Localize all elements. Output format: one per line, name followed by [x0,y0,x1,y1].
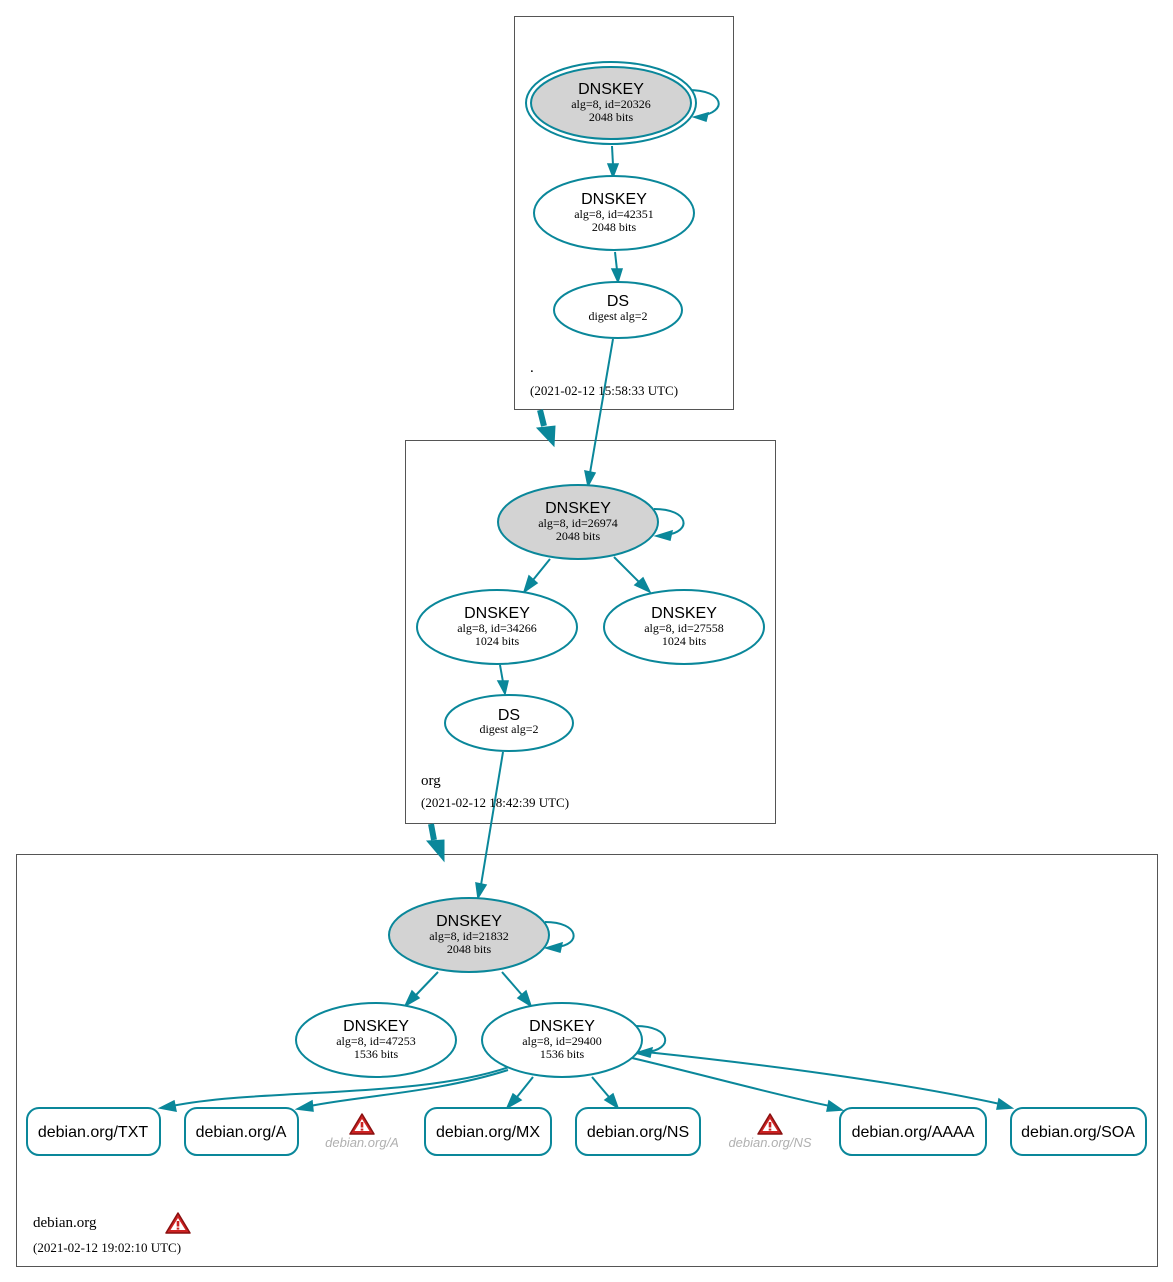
node-key-size: 2048 bits [589,110,634,124]
dnskey-node-org-ksk[interactable]: DNSKEY alg=8, id=26974 2048 bits [497,484,659,560]
warning-icon [349,1113,375,1135]
rrset-label: debian.org/A [196,1124,287,1141]
node-alg-id: alg=8, id=34266 [457,621,537,635]
node-title: DNSKEY [578,81,644,98]
edge-org-ksk-self [653,508,685,541]
zone-box-root [514,16,734,410]
node-title: DS [607,293,629,310]
node-key-size: 1024 bits [475,634,520,648]
dnskey-node-root-zsk[interactable]: DNSKEY alg=8, id=42351 2048 bits [533,175,695,251]
node-alg-id: alg=8, id=47253 [336,1034,416,1048]
node-digest: digest alg=2 [479,722,538,736]
zone-name-root: . [530,360,534,376]
edge-debian-ksk-to-zsk1 [403,971,439,1008]
warning-label: debian.org/A [325,1135,399,1150]
node-title: DNSKEY [581,191,647,208]
dnskey-node-debian-zsk-47253[interactable]: DNSKEY alg=8, id=47253 1536 bits [295,1002,457,1078]
edge-zsk2-to-ns [591,1076,620,1110]
edge-root-ksk-self [687,89,720,122]
node-alg-id: alg=8, id=42351 [574,207,654,221]
node-title: DS [498,707,520,724]
rrset-node-soa[interactable]: debian.org/SOA [1010,1107,1147,1156]
ds-node-org[interactable]: DS digest alg=2 [444,694,574,752]
warning-icon [757,1113,783,1135]
edge-root-zsk-to-ds [610,251,624,285]
node-key-size: 2048 bits [556,529,601,543]
node-title: DNSKEY [651,605,717,622]
dnskey-node-root-ksk[interactable]: DNSKEY alg=8, id=20326 2048 bits [525,61,697,145]
node-key-size: 1024 bits [662,634,707,648]
edge-debian-ksk-self [543,921,575,953]
edge-zsk2-to-a [294,1069,509,1112]
zone-box-debian [16,854,1158,1267]
zone-box-org [405,440,776,824]
node-digest: digest alg=2 [588,309,647,323]
rrset-node-ns[interactable]: debian.org/NS [575,1107,701,1156]
zone-timestamp-root: (2021-02-12 15:58:33 UTC) [530,383,678,398]
node-alg-id: alg=8, id=29400 [522,1034,602,1048]
dnskey-node-org-zsk-27558[interactable]: DNSKEY alg=8, id=27558 1024 bits [603,589,765,665]
edge-zsk2-to-aaaa [631,1057,845,1112]
edge-root-ds-to-org-ksk [584,338,614,489]
zone-name-org: org [421,773,441,789]
node-title: DNSKEY [464,605,530,622]
delegation-arrow-root-org [535,409,556,448]
edge-org-zsk1-to-ds [496,664,509,697]
rrset-node-txt[interactable]: debian.org/TXT [26,1107,161,1156]
node-alg-id: alg=8, id=21832 [429,929,509,943]
rrset-label: debian.org/AAAA [852,1124,975,1141]
zone-timestamp-org: (2021-02-12 18:42:39 UTC) [421,795,569,810]
edge-org-ksk-to-zsk2 [613,556,652,594]
dnskey-node-debian-zsk-29400[interactable]: DNSKEY alg=8, id=29400 1536 bits [481,1002,643,1078]
edge-zsk2-to-mx [505,1076,534,1110]
rrset-node-aaaa[interactable]: debian.org/AAAA [839,1107,987,1156]
zone-name-debian: debian.org [33,1215,97,1231]
rrset-label: debian.org/TXT [38,1124,149,1141]
dnskey-node-debian-ksk[interactable]: DNSKEY alg=8, id=21832 2048 bits [388,897,550,973]
edge-org-ds-to-debian-ksk [475,751,504,901]
rrset-label: debian.org/MX [436,1124,540,1141]
warning-label: debian.org/NS [728,1135,811,1150]
node-title: DNSKEY [545,500,611,517]
edge-zsk2-to-soa [645,1051,1015,1110]
zone-warning-icon[interactable] [165,1212,191,1234]
ds-node-root[interactable]: DS digest alg=2 [553,281,683,339]
delegation-arrow-org-debian [425,823,445,863]
node-title: DNSKEY [343,1018,409,1035]
node-key-size: 2048 bits [447,942,492,956]
warning-node-a[interactable]: debian.org/A [325,1113,399,1150]
node-key-size: 2048 bits [592,220,637,234]
edge-debian-ksk-to-zsk2 [501,971,533,1008]
node-key-size: 1536 bits [354,1047,399,1061]
rrset-node-a[interactable]: debian.org/A [184,1107,299,1156]
node-alg-id: alg=8, id=26974 [538,516,618,530]
node-alg-id: alg=8, id=20326 [571,97,651,111]
edge-org-ksk-to-zsk1 [522,558,551,594]
zone-timestamp-debian: (2021-02-12 19:02:10 UTC) [33,1240,181,1255]
edge-zsk2-to-txt [157,1065,513,1112]
rrset-node-mx[interactable]: debian.org/MX [424,1107,552,1156]
rrset-label: debian.org/SOA [1021,1124,1135,1141]
rrset-label: debian.org/NS [587,1124,689,1141]
dnskey-node-org-zsk-34266[interactable]: DNSKEY alg=8, id=34266 1024 bits [416,589,578,665]
node-title: DNSKEY [529,1018,595,1035]
node-title: DNSKEY [436,913,502,930]
node-key-size: 1536 bits [540,1047,585,1061]
edge-root-ksk-to-zsk [606,145,620,180]
warning-node-ns[interactable]: debian.org/NS [728,1113,812,1150]
node-alg-id: alg=8, id=27558 [644,621,724,635]
